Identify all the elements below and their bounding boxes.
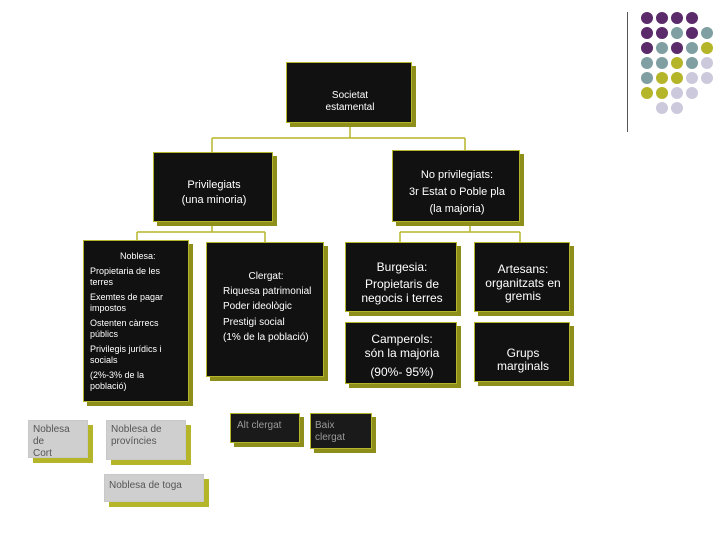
dot (641, 87, 653, 99)
peasants-line-3: (90%- 95%) (370, 365, 434, 379)
marginal-line-1: Grups (506, 346, 540, 360)
provincial-nobility-line-2: províncies (111, 436, 157, 447)
nobility-item: públics (90, 329, 119, 339)
peasants-box: Camperols: són la majoria (90%- 95%) (345, 322, 457, 384)
dot (671, 72, 683, 84)
dot (701, 42, 713, 54)
high-clergy-label: Alt clergat (237, 420, 282, 431)
dot (671, 27, 683, 39)
nobility-title: Noblesa: (120, 251, 156, 261)
nobility-item: Ostenten càrrecs (90, 318, 159, 328)
dot (686, 87, 698, 99)
artisans-line-2: organitzats en (485, 276, 561, 290)
robe-nobility-label: Noblesa de toga (109, 480, 182, 491)
provincial-nobility-box: Noblesa de províncies (106, 420, 186, 460)
dot (686, 27, 698, 39)
dot (656, 12, 668, 24)
non-privileged-line-2: 3r Estat o Poble pla (408, 186, 505, 198)
nobility-item: Propietaria de les (90, 266, 161, 276)
dot (701, 57, 713, 69)
non-privileged-line-3: (la majoria) (429, 203, 485, 215)
privileged-title: Privilegiats (187, 179, 241, 191)
bourgeoisie-line-3: negocis i terres (361, 291, 443, 305)
dot (656, 27, 668, 39)
bourgeoisie-box: Burgesia: Propietaris de negocis i terre… (345, 242, 457, 312)
court-nobility-line-2: Cort (33, 448, 52, 459)
artisans-box: Artesans: organitzats en gremis (474, 242, 570, 312)
nobility-item: terres (90, 277, 114, 287)
low-clergy-box: Baix clergat (310, 413, 372, 449)
dot (671, 12, 683, 24)
peasants-title: Camperols: (371, 332, 433, 346)
privileged-box: Privilegiats (una minoria) (153, 152, 273, 222)
dot (671, 87, 683, 99)
clergy-box: Clergat: Riquesa patrimonial Poder ideol… (206, 242, 324, 377)
dot (701, 27, 713, 39)
dot (641, 42, 653, 54)
dot (656, 57, 668, 69)
dot (656, 72, 668, 84)
privileged-subtitle: (una minoria) (181, 194, 247, 206)
dot (641, 27, 653, 39)
provincial-nobility-line-1: Noblesa de (111, 424, 162, 435)
non-privileged-title: No privilegiats: (420, 169, 494, 181)
court-nobility-box: Noblesa de Cort (28, 420, 88, 459)
high-clergy-box: Alt clergat (230, 413, 300, 443)
dot (641, 12, 653, 24)
divider-line (627, 12, 628, 132)
nobility-item: impostos (90, 303, 127, 313)
marginal-groups-box: Grups marginals (474, 322, 570, 382)
dot (641, 72, 653, 84)
dot (656, 102, 668, 114)
nobility-box: Noblesa: Propietaria de les terres Exemt… (83, 240, 189, 402)
artisans-title: Artesans: (497, 262, 549, 276)
clergy-item: Riquesa patrimonial (223, 286, 312, 297)
dot (686, 12, 698, 24)
peasants-line-2: són la majoria (364, 346, 440, 360)
dot (671, 102, 683, 114)
nobility-item: Exemtes de pagar (90, 292, 164, 302)
low-clergy-line-1: Baix (315, 420, 335, 431)
dot (686, 42, 698, 54)
clergy-item: Poder ideològic (223, 301, 292, 312)
root-line-1: Societat (331, 90, 369, 101)
dot (641, 57, 653, 69)
artisans-line-3: gremis (504, 289, 541, 303)
dot (671, 57, 683, 69)
court-nobility-line-1: Noblesa de (33, 424, 70, 447)
nobility-item: (2%-3% de la (90, 370, 145, 380)
non-privileged-box: No privilegiats: 3r Estat o Poble pla (l… (392, 150, 520, 222)
clergy-title: Clergat: (248, 271, 284, 282)
dot (671, 42, 683, 54)
root-line-2: estamental (325, 102, 375, 113)
clergy-item: Prestigi social (223, 317, 285, 328)
clergy-item: (1% de la població) (223, 332, 309, 343)
dot (656, 87, 668, 99)
dot (686, 72, 698, 84)
dot (656, 42, 668, 54)
dot (686, 57, 698, 69)
root-box-societat-estamental: Societat estamental (286, 62, 412, 123)
bourgeoisie-line-2: Propietaris de (364, 277, 440, 291)
nobility-item: població) (90, 381, 127, 391)
dot (701, 72, 713, 84)
nobility-item: Privilegis jurídics i (90, 344, 162, 354)
bourgeoisie-title: Burgesia: (376, 260, 428, 274)
nobility-item: socials (90, 355, 118, 365)
robe-nobility-box: Noblesa de toga (104, 474, 204, 502)
low-clergy-line-2: clergat (315, 432, 346, 443)
marginal-line-2: marginals (496, 359, 550, 373)
